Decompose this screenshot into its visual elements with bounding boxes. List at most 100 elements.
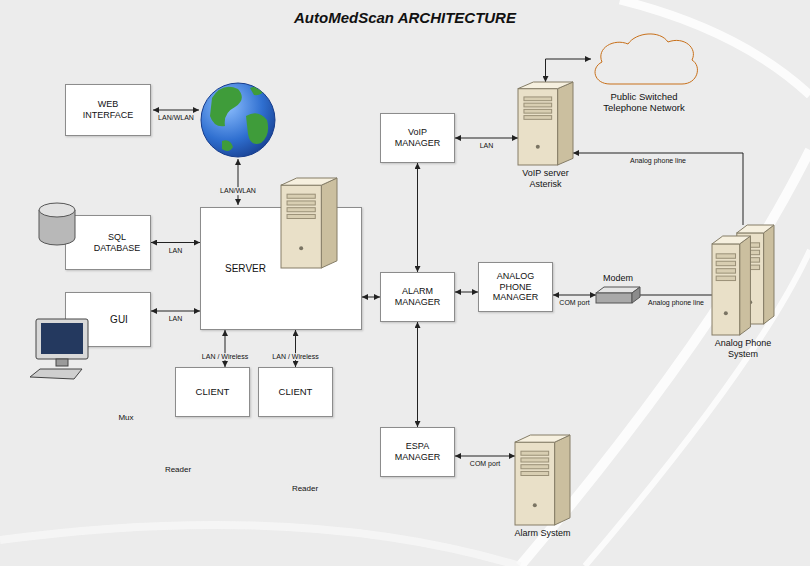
- device-label: Public Switched Telephone Network: [598, 91, 690, 114]
- box-label: SQL DATABASE: [90, 232, 144, 254]
- connector: [573, 153, 743, 225]
- process-box: CLIENT: [175, 367, 250, 417]
- keyboard: [30, 369, 82, 379]
- process-box: ESPA MANAGER: [380, 427, 455, 477]
- connector: [295, 330, 296, 367]
- box-label: WEB INTERFACE: [77, 99, 139, 121]
- power-button: [533, 503, 537, 507]
- device-icon: Analog Phone System: [712, 225, 774, 335]
- drive-bay: [524, 109, 552, 113]
- process-box: GUI: [65, 292, 151, 347]
- tower-side: [555, 435, 570, 525]
- swoosh: [0, 525, 520, 566]
- connector: [417, 163, 418, 272]
- part-label: Mux: [116, 414, 135, 423]
- connector: [455, 292, 478, 293]
- process-box: ALARM MANAGER: [380, 272, 455, 322]
- tower-side: [558, 82, 573, 165]
- edge-label: COM port: [557, 299, 591, 307]
- device-icon: Public Switched Telephone Network: [588, 30, 700, 88]
- process-box: WEB INTERFACE: [65, 84, 151, 136]
- part-label: Reader: [163, 466, 193, 475]
- cloud-shape: [595, 34, 697, 84]
- tower-side: [764, 225, 774, 324]
- tower-top: [518, 82, 573, 89]
- connector: [151, 311, 200, 312]
- power-button: [724, 311, 728, 315]
- node-illustration: [30, 319, 94, 385]
- connector: [455, 456, 515, 457]
- box-label: VoIP MANAGER: [390, 127, 446, 149]
- device-icon: Alarm System: [515, 435, 570, 525]
- drive-bay: [716, 254, 735, 258]
- tower-side: [740, 236, 751, 335]
- part-label: LAN/WLAN: [156, 114, 196, 122]
- box-label: ANALOG PHONE MANAGER: [490, 271, 542, 303]
- drive-bay: [521, 471, 549, 475]
- tower-top: [281, 178, 337, 185]
- connector: [455, 138, 518, 139]
- edge-label: LAN: [167, 247, 185, 255]
- drive-bay: [287, 201, 315, 205]
- connector: [417, 322, 418, 427]
- modem-side: [632, 287, 640, 303]
- lan-wlan-line: [153, 110, 199, 111]
- monitor-stand: [56, 359, 68, 366]
- box-label: ALARM MANAGER: [390, 286, 446, 308]
- drive-bay: [716, 261, 735, 265]
- power-button: [299, 246, 303, 250]
- device-label: Analog Phone System: [707, 338, 779, 360]
- device-label: Modem: [596, 273, 640, 284]
- drive-bay: [716, 276, 735, 280]
- database-top: [39, 203, 75, 217]
- connector: [362, 297, 380, 298]
- box-label: SERVER: [225, 263, 266, 275]
- swoosh: [520, 150, 810, 566]
- device-label: VoIP server Asterisk: [510, 168, 582, 190]
- edge-label: LAN / Wireless: [200, 353, 250, 361]
- drive-bay: [287, 208, 315, 212]
- diagram-title: AutoMedScan ARCHITECTURE: [294, 9, 516, 26]
- monitor-screen: [41, 323, 83, 354]
- drive-bay: [524, 97, 552, 101]
- globe: [201, 83, 275, 157]
- edge-label: COM port: [468, 460, 502, 468]
- connector: [225, 330, 226, 367]
- node-illustration: [515, 435, 570, 525]
- tower-top: [712, 236, 750, 244]
- power-button: [536, 145, 540, 149]
- process-box: SERVER: [200, 207, 362, 330]
- device-label: Alarm System: [503, 528, 583, 539]
- node-illustration: [281, 178, 337, 268]
- drive-bay: [287, 194, 315, 198]
- drive-bay: [521, 458, 549, 462]
- tower-front: [515, 442, 555, 525]
- box-label: CLIENT: [196, 386, 230, 397]
- device-icon: VoIP server Asterisk: [518, 82, 573, 165]
- box-label: CLIENT: [279, 386, 313, 397]
- edge-label: LAN: [167, 315, 185, 323]
- globe-continents: [210, 86, 268, 151]
- drive-bay: [716, 269, 735, 273]
- monitor-frame: [36, 319, 88, 359]
- node-illustration: [588, 30, 700, 88]
- part-label: Reader: [290, 485, 320, 494]
- process-box: ANALOG PHONE MANAGER: [478, 262, 553, 312]
- lan-wlan-line: [238, 159, 239, 205]
- connector: [546, 59, 592, 82]
- drive-bay: [524, 103, 552, 107]
- title-row: AutoMedScan ARCHITECTURE: [0, 9, 810, 27]
- node-illustration: [518, 82, 573, 165]
- drive-bay: [524, 116, 552, 120]
- edge-label: Analog phone line: [628, 157, 688, 165]
- process-box: SQL DATABASE: [65, 215, 151, 270]
- edge-label: LAN / Wireless: [270, 353, 320, 361]
- box-label: GUI: [110, 314, 128, 326]
- drive-bay: [521, 451, 549, 455]
- connector: [640, 295, 712, 296]
- connector: [553, 295, 596, 296]
